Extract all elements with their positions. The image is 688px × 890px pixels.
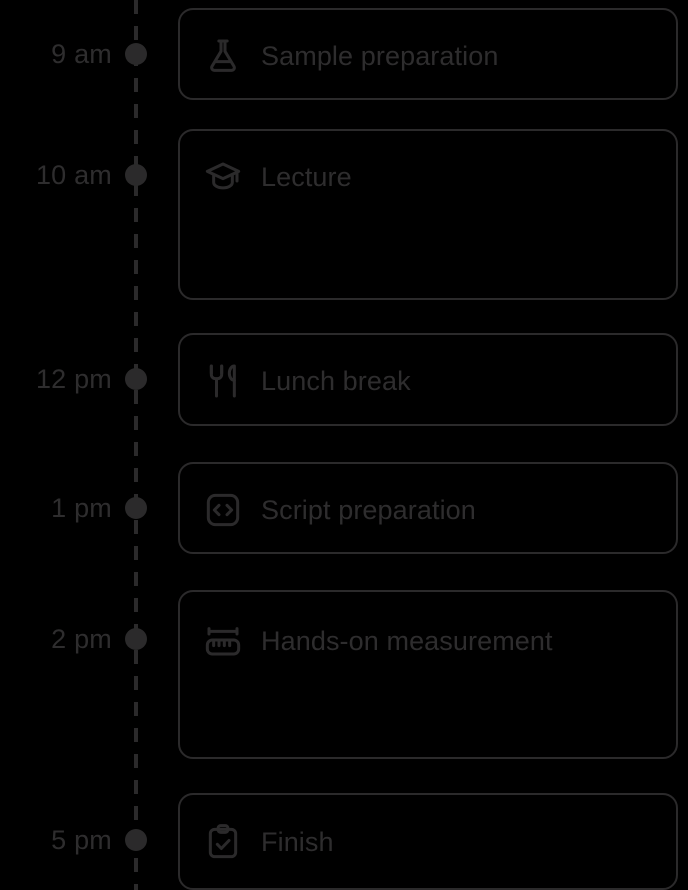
card-header: Lecture <box>180 145 676 209</box>
timeline-event-title: Hands-on measurement <box>261 625 553 656</box>
timeline-time-label: 12 pm <box>35 364 112 394</box>
timeline-event-card[interactable]: Hands-on measurement <box>178 590 678 759</box>
timeline-event-card[interactable]: Lunch break <box>178 333 678 426</box>
timeline-event-card[interactable]: Lecture <box>178 129 678 300</box>
timeline-time-label: 2 pm <box>51 624 112 654</box>
timeline-event-card[interactable]: Script preparation <box>178 462 678 554</box>
timeline-time-label: 1 pm <box>51 493 112 523</box>
timeline-event-card[interactable]: Finish <box>178 793 678 890</box>
code-brackets-icon <box>201 488 245 532</box>
flask-icon <box>201 34 245 78</box>
card-header: Sample preparation <box>180 24 676 88</box>
timeline-time-label: 9 am <box>51 39 112 69</box>
timeline-dot <box>125 43 147 65</box>
timeline-dot <box>125 829 147 851</box>
card-header: Lunch break <box>180 349 676 413</box>
timeline-time-label: 5 pm <box>51 825 112 855</box>
clipboard-check-icon <box>201 820 245 864</box>
card-header: Script preparation <box>180 478 676 542</box>
timeline-event-title: Sample preparation <box>261 40 499 71</box>
timeline-dashed-connector <box>134 0 138 890</box>
card-header: Hands-on measurement <box>180 609 676 673</box>
utensils-icon <box>201 359 245 403</box>
timeline-event-title: Script preparation <box>261 494 476 525</box>
card-header: Finish <box>180 810 676 874</box>
timeline-event-title: Lunch break <box>261 365 411 396</box>
timeline-dot <box>125 628 147 650</box>
timeline-time-label: 10 am <box>35 160 112 190</box>
timeline-dot <box>125 164 147 186</box>
timeline-event-title: Lecture <box>261 161 352 192</box>
timeline-event-card[interactable]: Sample preparation <box>178 8 678 100</box>
graduation-cap-icon <box>201 155 245 199</box>
ruler-measure-icon <box>201 619 245 663</box>
timeline-event-title: Finish <box>261 826 334 857</box>
timeline-dot <box>125 497 147 519</box>
timeline-dot <box>125 368 147 390</box>
